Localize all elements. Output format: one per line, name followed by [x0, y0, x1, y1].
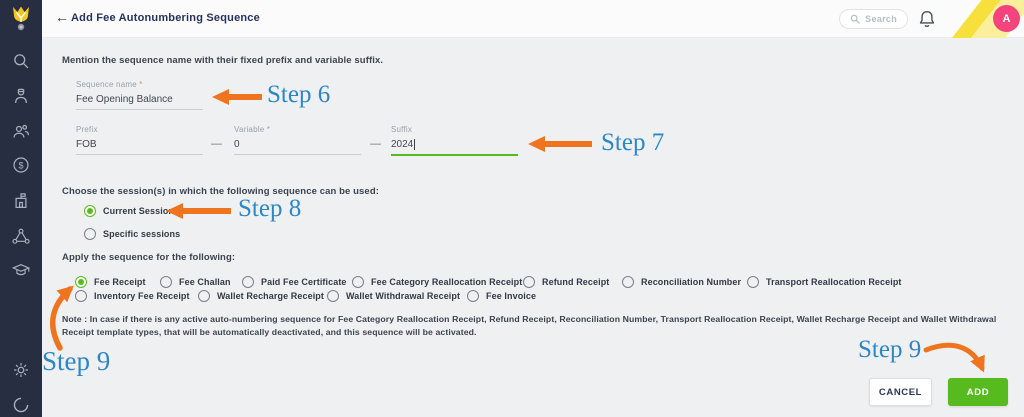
- radio-transport-reallocation-receipt[interactable]: Transport Reallocation Receipt: [747, 276, 902, 288]
- session-question: Choose the session(s) in which the follo…: [62, 186, 379, 197]
- radio-circle-icon: [352, 276, 364, 288]
- input-underline: [76, 109, 203, 110]
- step7-annotation: Step 7: [601, 129, 665, 156]
- radio-reconciliation-number[interactable]: Reconciliation Number: [622, 276, 741, 288]
- settings-icon[interactable]: [12, 361, 30, 379]
- student-icon[interactable]: [12, 87, 30, 105]
- cancel-button[interactable]: CANCEL: [869, 378, 932, 406]
- radio-fee-challan[interactable]: Fee Challan: [160, 276, 231, 288]
- radio-circle-icon: [160, 276, 172, 288]
- radio-circle-icon: [242, 276, 254, 288]
- field-separator: —: [211, 138, 222, 150]
- avatar[interactable]: A: [993, 5, 1020, 32]
- step9-right-arrow: [923, 342, 985, 373]
- intro-text: Mention the sequence name with their fix…: [62, 55, 384, 66]
- text-cursor: [414, 139, 416, 150]
- apply-question: Apply the sequence for the following:: [62, 252, 236, 263]
- svg-text:$: $: [18, 160, 23, 170]
- radio-circle-icon: [327, 290, 339, 302]
- radio-circle-icon: [84, 205, 96, 217]
- radio-fee-invoice[interactable]: Fee Invoice: [467, 290, 536, 302]
- variable-field[interactable]: Variable * 0: [234, 125, 361, 155]
- radio-specific-sessions[interactable]: Specific sessions: [84, 228, 180, 240]
- input-underline: [76, 154, 203, 155]
- institute-icon[interactable]: [12, 191, 30, 209]
- radio-circle-icon: [198, 290, 210, 302]
- input-underline-focused: [391, 154, 518, 156]
- search-input[interactable]: Search: [839, 9, 908, 29]
- field-separator: —: [370, 138, 381, 150]
- suffix-input[interactable]: 2024: [391, 139, 416, 150]
- radio-wallet-withdrawal-receipt[interactable]: Wallet Withdrawal Receipt: [327, 290, 460, 302]
- step8-annotation: Step 8: [238, 195, 302, 222]
- variable-label: Variable *: [234, 125, 271, 134]
- suffix-field[interactable]: Suffix 2024: [391, 125, 518, 156]
- suffix-label: Suffix: [391, 125, 413, 134]
- radio-circle-icon: [747, 276, 759, 288]
- session-icon[interactable]: [12, 396, 30, 414]
- step9-left-arrow: [49, 285, 74, 351]
- step6-annotation: Step 6: [267, 81, 331, 108]
- prefix-label: Prefix: [76, 125, 98, 134]
- back-icon[interactable]: ←: [55, 9, 69, 25]
- step9-left-annotation: Step 9: [42, 346, 111, 376]
- search-icon[interactable]: [12, 52, 30, 70]
- radio-circle-icon: [84, 228, 96, 240]
- step9-right-annotation: Step 9: [858, 336, 922, 363]
- sidebar: $: [0, 0, 42, 417]
- radio-circle-icon: [622, 276, 634, 288]
- add-button[interactable]: ADD: [948, 378, 1008, 406]
- radio-current-session[interactable]: Current Session: [84, 205, 174, 217]
- notifications-bell-icon[interactable]: [918, 9, 936, 29]
- radio-inventory-fee-receipt[interactable]: Inventory Fee Receipt: [75, 290, 190, 302]
- search-glass-icon: [850, 14, 860, 24]
- page-title: Add Fee Autonumbering Sequence: [71, 12, 260, 24]
- network-icon[interactable]: [12, 227, 30, 245]
- header: ← Add Fee Autonumbering Sequence Search …: [42, 0, 1024, 38]
- step8-arrow: [166, 203, 231, 219]
- app-logo-icon: [10, 5, 32, 33]
- radio-fee-receipt[interactable]: Fee Receipt: [75, 276, 146, 288]
- step7-arrow: [528, 136, 592, 152]
- radio-circle-icon: [523, 276, 535, 288]
- prefix-field[interactable]: Prefix FOB: [76, 125, 203, 155]
- radio-refund-receipt[interactable]: Refund Receipt: [523, 276, 609, 288]
- academics-icon[interactable]: [11, 261, 31, 279]
- radio-wallet-recharge-receipt[interactable]: Wallet Recharge Receipt: [198, 290, 324, 302]
- input-underline: [234, 154, 361, 155]
- sequence-name-input[interactable]: Fee Opening Balance: [76, 94, 173, 105]
- radio-circle-icon: [75, 290, 87, 302]
- step6-arrow: [212, 89, 262, 105]
- sequence-name-label: Sequence name *: [76, 80, 143, 89]
- people-icon[interactable]: [12, 122, 30, 140]
- prefix-input[interactable]: FOB: [76, 139, 97, 150]
- search-placeholder: Search: [865, 14, 897, 24]
- radio-paid-fee-certificate[interactable]: Paid Fee Certificate: [242, 276, 347, 288]
- radio-circle-icon: [467, 290, 479, 302]
- variable-input[interactable]: 0: [234, 139, 240, 150]
- note-text: Note : In case if there is any active au…: [62, 314, 997, 338]
- sequence-name-field[interactable]: Sequence name * Fee Opening Balance: [76, 80, 203, 110]
- radio-fee-category-reallocation-receipt[interactable]: Fee Category Reallocation Receipt: [352, 276, 522, 288]
- fees-icon[interactable]: $: [12, 156, 30, 174]
- radio-circle-icon: [75, 276, 87, 288]
